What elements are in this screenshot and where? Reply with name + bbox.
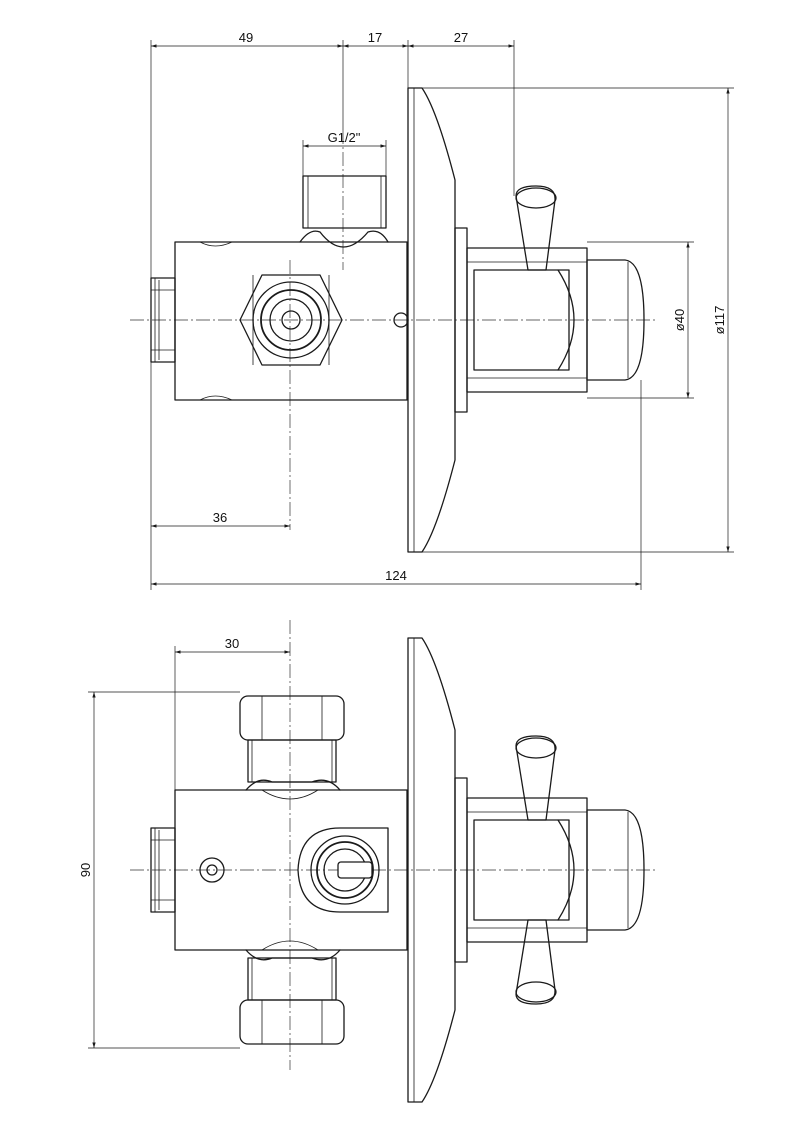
wall-plate xyxy=(407,87,456,553)
front-port xyxy=(297,827,389,913)
dim-49: 49 xyxy=(239,30,253,45)
bottom-view: 30 90 xyxy=(78,620,655,1103)
handle-assembly-bottom xyxy=(466,735,645,1005)
valve-body-bottom xyxy=(174,789,408,951)
screw-icon xyxy=(199,857,225,883)
dim-17: 17 xyxy=(368,30,382,45)
dim-27: 27 xyxy=(454,30,468,45)
wall-plate-bottom xyxy=(407,637,456,1103)
inlet-nipple xyxy=(299,175,389,248)
dim-36: 36 xyxy=(213,510,227,525)
top-view: 49 17 27 G1/2" 36 124 ø40 xyxy=(130,30,734,590)
valve-body xyxy=(174,241,408,401)
dimensions-top: 49 17 27 G1/2" 36 124 ø40 xyxy=(150,30,734,590)
handle-assembly xyxy=(466,185,645,393)
dim-30: 30 xyxy=(225,636,239,651)
dim-124: 124 xyxy=(385,568,407,583)
top-union xyxy=(239,695,345,800)
dim-thread: G1/2" xyxy=(328,130,361,145)
hex-nut xyxy=(239,274,343,366)
bottom-union xyxy=(239,940,345,1045)
dim-dia117: ø117 xyxy=(712,306,727,335)
dimensions-bottom: 30 90 xyxy=(78,636,290,1049)
dim-dia40: ø40 xyxy=(672,309,687,331)
dim-90: 90 xyxy=(78,863,93,877)
